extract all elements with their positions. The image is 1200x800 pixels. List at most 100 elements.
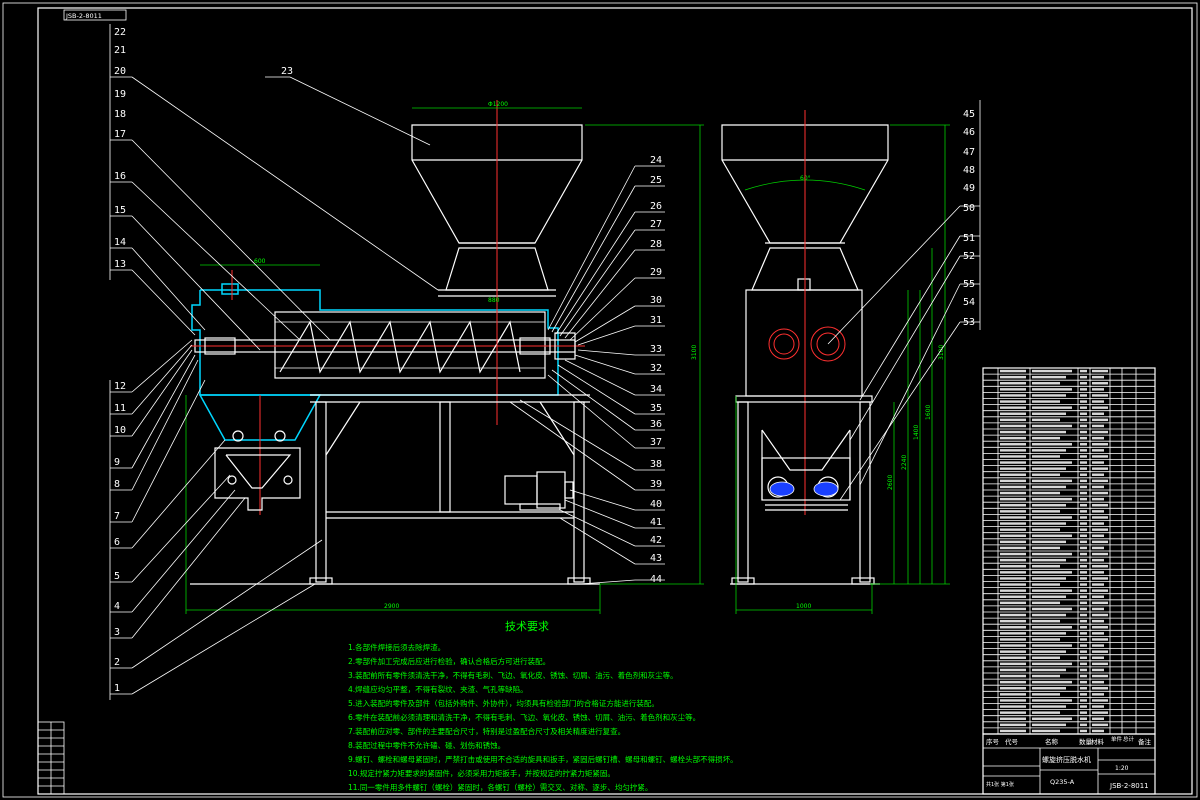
parts-entry-mark — [1000, 583, 1026, 586]
balloon-6: 6 — [114, 537, 120, 548]
parts-entry-mark — [1032, 504, 1066, 507]
parts-entry-mark — [1092, 430, 1108, 434]
balloon-3: 3 — [114, 627, 120, 638]
balloon-43: 43 — [650, 553, 662, 564]
parts-entry-mark — [1092, 601, 1108, 605]
parts-entry-mark — [1000, 479, 1026, 483]
tb-h4: 材料 — [1091, 737, 1105, 746]
parts-entry-mark — [1000, 558, 1026, 562]
parts-entry-mark — [1080, 406, 1087, 409]
parts-entry-mark — [1080, 552, 1087, 556]
tb-h6: 总计 — [1123, 735, 1135, 743]
parts-entry-mark — [1092, 693, 1104, 696]
side-view: 60° 1000 260 — [721, 110, 950, 614]
parts-entry-mark — [1092, 540, 1108, 544]
parts-entry-mark — [1092, 674, 1108, 678]
parts-entry-mark — [1000, 540, 1026, 544]
parts-entry-mark — [1000, 711, 1026, 714]
parts-entry-mark — [1092, 638, 1108, 641]
parts-entry-mark — [1092, 626, 1108, 629]
parts-entry-mark — [1080, 607, 1087, 611]
balloon-36: 36 — [650, 419, 662, 430]
balloon-numbers: 22 21 20 19 18 17 16 15 14 13 12 11 10 9… — [109, 24, 981, 700]
parts-entry-mark — [1000, 619, 1026, 623]
inspection-port-right — [810, 326, 846, 362]
parts-entry-mark — [1032, 577, 1066, 580]
parts-entry-mark — [1092, 619, 1104, 623]
parts-entry-mark — [1092, 382, 1108, 385]
balloon-54: 54 — [963, 297, 975, 308]
parts-entry-mark — [1032, 601, 1060, 605]
parts-entry-mark — [1092, 418, 1108, 422]
parts-entry-mark — [1000, 449, 1026, 452]
parts-entry-mark — [1000, 406, 1026, 409]
tech-item-4: 4.焊缝应均匀平整，不得有裂纹、夹渣、气孔等缺陷。 — [348, 684, 528, 694]
parts-entry-mark — [1092, 577, 1108, 580]
parts-entry-mark — [1032, 388, 1072, 391]
parts-entry-mark — [1000, 473, 1026, 476]
parts-entry-mark — [1092, 375, 1104, 379]
balloon-50: 50 — [963, 203, 975, 214]
parts-entry-mark — [1032, 607, 1072, 611]
parts-entry-mark — [1080, 711, 1087, 714]
parts-entry-mark — [1000, 687, 1026, 690]
parts-entry-mark — [1032, 638, 1060, 641]
dim-front-width: 2900 — [384, 603, 399, 610]
parts-entry-mark — [1032, 534, 1072, 537]
tb-h7: 备注 — [1138, 737, 1152, 746]
parts-entry-mark — [1032, 571, 1072, 574]
tb-h2: 名称 — [1045, 737, 1059, 746]
parts-entry-mark — [1080, 491, 1087, 495]
parts-entry-mark — [1080, 497, 1087, 501]
parts-entry-mark — [1000, 674, 1026, 678]
balloon-51: 51 — [963, 233, 975, 244]
parts-entry-mark — [1000, 577, 1026, 580]
parts-entry-mark — [1080, 729, 1087, 733]
parts-entry-mark — [1032, 711, 1060, 714]
parts-entry-mark — [1000, 644, 1026, 647]
tb-h3: 数量 — [1079, 737, 1093, 746]
parts-entry-mark — [1080, 436, 1087, 440]
parts-entry-mark — [1080, 589, 1087, 592]
parts-entry-mark — [1000, 565, 1026, 568]
parts-entry-mark — [1092, 680, 1104, 684]
parts-entry-mark — [1092, 394, 1108, 397]
balloon-27: 27 — [650, 219, 662, 230]
balloon-37: 37 — [650, 437, 662, 448]
tech-item-5: 5.进入装配的零件及部件（包括外购件、外协件），均须具有检验部门的合格证方能进行… — [348, 698, 659, 708]
parts-entry-mark — [1000, 497, 1026, 501]
parts-entry-mark — [1000, 638, 1026, 641]
parts-entry-mark — [1080, 699, 1087, 702]
parts-entry-mark — [1092, 711, 1108, 714]
parts-entry-mark — [1032, 693, 1060, 696]
parts-entry-mark — [1032, 589, 1072, 592]
parts-entry-mark — [1000, 552, 1026, 556]
parts-entry-mark — [1092, 668, 1104, 672]
parts-entry-mark — [1000, 369, 1026, 373]
parts-entry-mark — [1000, 375, 1026, 379]
parts-entry-mark — [1080, 717, 1087, 720]
screw-flight — [279, 320, 521, 374]
parts-entry-mark — [1032, 467, 1066, 470]
parts-entry-mark — [1092, 400, 1104, 403]
parts-entry-mark — [1000, 729, 1026, 733]
parts-entry-mark — [1092, 528, 1108, 531]
balloon-32: 32 — [650, 363, 662, 374]
parts-entry-mark — [1032, 443, 1072, 446]
parts-entry-mark — [1000, 571, 1026, 574]
balloon-17: 17 — [114, 129, 126, 140]
parts-entry-mark — [1032, 680, 1072, 684]
tech-item-11: 11.同一零件用多件螺钉（螺栓）紧固时，各螺钉（螺栓）需交叉、对称、逐步、均匀拧… — [348, 782, 652, 792]
balloon-4: 4 — [114, 601, 120, 612]
parts-entry-mark — [1000, 723, 1026, 727]
parts-rows — [983, 373, 1155, 729]
parts-entry-mark — [1000, 388, 1026, 391]
parts-entry-mark — [1000, 394, 1026, 397]
parts-entry-mark — [1080, 424, 1087, 428]
parts-entry-mark — [1032, 510, 1060, 513]
parts-entry-mark — [1032, 418, 1060, 422]
parts-entry-mark — [1000, 613, 1026, 617]
parts-entry-mark — [1092, 717, 1104, 720]
parts-entry-mark — [1032, 491, 1060, 495]
parts-entry-mark — [1092, 424, 1104, 428]
